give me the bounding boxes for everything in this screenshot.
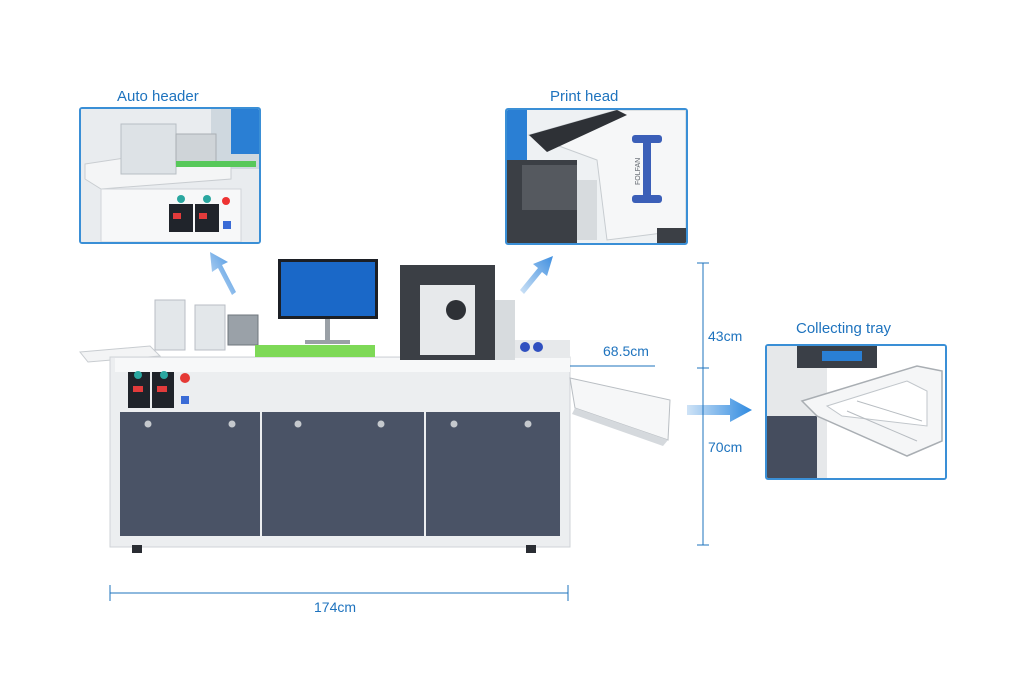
emergency-stop-icon <box>180 373 190 383</box>
depth-dimension-label: 68.5cm <box>603 343 649 359</box>
arrow-to-auto-header <box>210 252 236 295</box>
upper-height-dimension-label: 43cm <box>708 328 743 344</box>
auto-header-photo <box>81 109 259 242</box>
print-head-photo: FOLFAN <box>507 110 686 243</box>
conveyor-belt <box>255 345 375 357</box>
dimension-lines <box>109 262 709 601</box>
print-head-title: Print head <box>550 88 619 105</box>
print-head-unit <box>400 265 495 360</box>
arrow-to-collecting-tray <box>687 398 752 422</box>
controller-display-right <box>152 372 174 408</box>
width-dimension-label: 174cm <box>314 599 357 615</box>
controller-display-left <box>128 372 150 408</box>
arrow-to-print-head <box>520 256 553 294</box>
cabinet-door-right <box>426 412 560 536</box>
collecting-tray-callout <box>765 344 947 480</box>
output-tray <box>569 377 671 441</box>
lower-height-dimension-label: 70cm <box>708 439 743 455</box>
print-head-brand: FOLFAN <box>635 158 642 185</box>
cabinet-door-left <box>120 412 260 536</box>
machine-frame <box>109 356 571 548</box>
collecting-tray-photo <box>767 346 945 478</box>
collecting-tray-title: Collecting tray <box>796 320 892 337</box>
auto-header-callout <box>79 107 261 244</box>
monitor <box>278 259 378 319</box>
feed-table <box>79 345 162 363</box>
cabinet-door-middle <box>262 412 424 536</box>
print-head-callout: FOLFAN <box>505 108 688 245</box>
auto-header-title: Auto header <box>117 88 199 105</box>
